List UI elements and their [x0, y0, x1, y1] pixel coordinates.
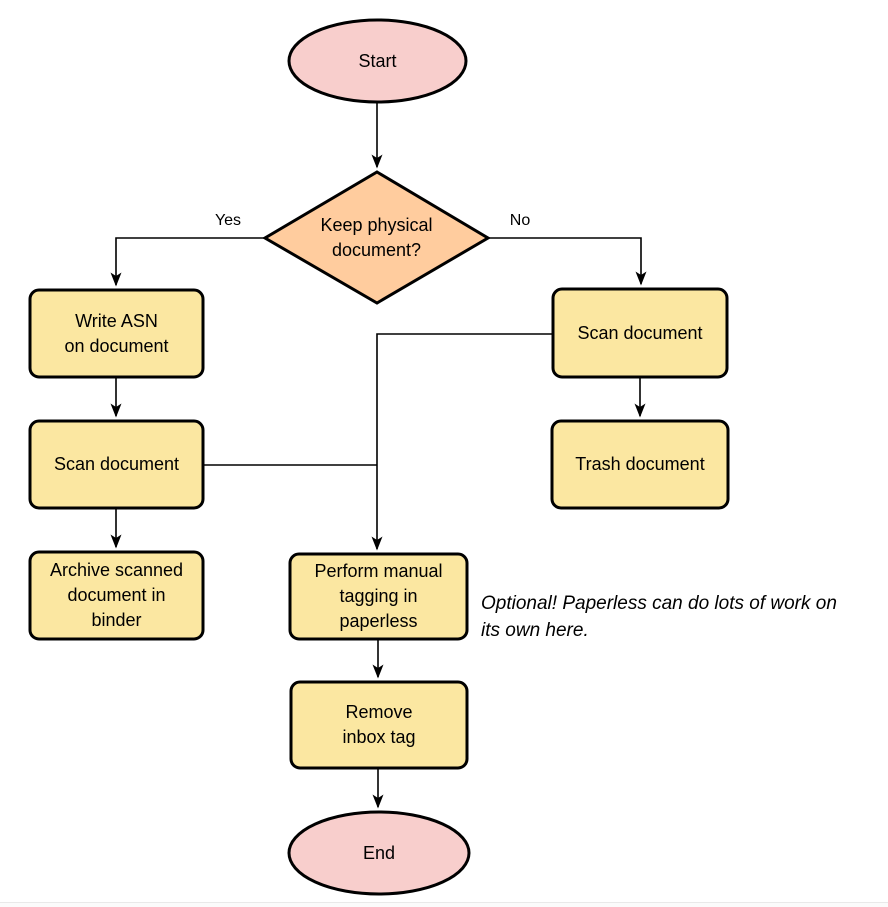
node-scan-right-shape: [551, 287, 729, 379]
node-scan-left-shape: [28, 419, 205, 510]
edge-scanright-to-tagging: [371, 333, 553, 551]
page-bottom-divider: [0, 902, 888, 907]
node-trash-shape: [550, 419, 730, 510]
node-tagging-shape: [288, 552, 469, 641]
node-write-asn-shape: [28, 288, 205, 379]
edge-decision-yes: [110, 237, 266, 287]
node-decision-shape: [262, 170, 491, 305]
edge-decision-no: [487, 237, 647, 286]
node-start-shape: [287, 18, 468, 104]
node-remove-inbox-shape: [289, 680, 469, 770]
node-end-shape: [287, 810, 471, 896]
node-archive-shape: [28, 550, 205, 641]
